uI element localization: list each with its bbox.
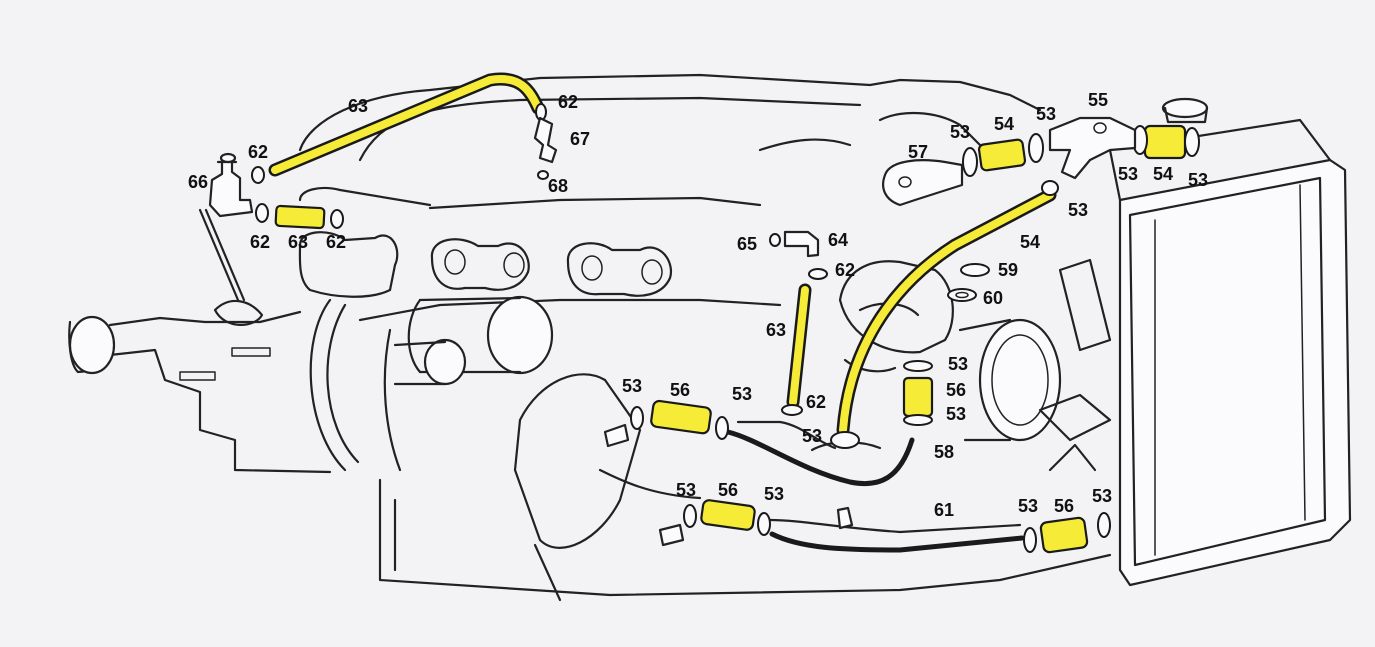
fittings [208,116,1137,258]
hose-sleeves [274,124,1187,554]
label-62-left-top: 62 [248,142,268,162]
label-54-c: 54 [1020,232,1040,252]
label-56-b: 56 [946,380,966,400]
clamp-53-low-4 [1097,512,1111,538]
hose-54-upper-right [1143,124,1187,160]
label-56-d: 56 [1054,496,1074,516]
label-57: 57 [908,142,928,162]
label-62-left-bottom: 62 [250,232,270,252]
y-connector-55 [1048,116,1137,180]
clamp-62-vertical-bottom [781,404,803,416]
heater-valve-66 [208,152,254,218]
label-53-e: 53 [1068,200,1088,220]
pipe-61 [769,531,1025,553]
label-53-f: 53 [622,376,642,396]
label-53-d: 53 [1188,170,1208,190]
label-53-c: 53 [1118,164,1138,184]
label-62-f: 62 [806,392,826,412]
clamp-53-low-2 [757,512,771,536]
label-53-g: 53 [732,384,752,404]
label-63-vertical: 63 [766,320,786,340]
clamp-53-upper-4 [1184,127,1200,157]
hose-56-middle-left [650,399,712,435]
hose-63-short [274,204,326,230]
clamp-53-low-3 [1023,527,1037,553]
label-59: 59 [998,260,1018,280]
label-53-m: 53 [1018,496,1038,516]
label-54-a: 54 [994,114,1014,134]
label-53-a: 53 [950,122,970,142]
label-54-b: 54 [1153,164,1173,184]
label-63-top: 63 [348,96,368,116]
clamp-53-right-top [903,360,933,372]
label-67: 67 [570,129,590,149]
pipe-58 [725,429,915,487]
clamp-53-upper-2 [1028,133,1044,163]
label-61: 61 [934,500,954,520]
clamp-53-right-bottom [903,414,933,426]
label-62-right-bottom: 62 [326,232,346,252]
label-63-short: 63 [288,232,308,252]
hose-56-lower-right [1039,516,1089,554]
clamp-53-hose54-top [1041,180,1059,196]
label-53-b: 53 [1036,104,1056,124]
label-53-i: 53 [948,354,968,374]
plug-68 [537,170,549,180]
clamp-53-upper-1 [962,147,978,177]
thermostat-housing-57 [882,159,964,207]
clamp-53-low-1 [683,504,697,528]
hose-56-lower-left [700,499,756,531]
label-53-h: 53 [802,426,822,446]
label-53-n: 53 [1092,486,1112,506]
label-60: 60 [983,288,1003,308]
label-62-top: 62 [558,92,578,112]
label-56-a: 56 [670,380,690,400]
clamp-53-mid-2 [715,416,729,440]
label-56-c: 56 [718,480,738,500]
label-65: 65 [737,234,757,254]
label-66: 66 [188,172,208,192]
clamp-62-right [330,209,344,229]
label-64: 64 [828,230,848,250]
label-53-l: 53 [764,484,784,504]
clamp-53-hose54-bottom [830,431,860,449]
washer-65 [769,233,781,247]
label-62-e: 62 [835,260,855,280]
label-53-k: 53 [676,480,696,500]
gasket-60 [947,288,977,302]
part-number-labels: 63 62 67 68 62 66 62 63 62 57 53 54 53 5… [188,90,1208,520]
fitting-67 [533,116,558,164]
fitting-64 [783,230,820,258]
clamp-53-mid-1 [630,406,644,430]
clamp-62-left [255,203,269,223]
label-53-j: 53 [946,404,966,424]
clamp-62-vertical-top [808,268,828,280]
label-55: 55 [1088,90,1108,110]
gasket-59 [960,263,990,277]
label-58: 58 [934,442,954,462]
hoses [268,72,1057,553]
engine-outline [68,73,1352,602]
clamp-62-left-top [251,166,265,184]
hose-54-upper-left [977,138,1027,172]
clamps [251,103,1200,553]
hose-56-middle-right [902,376,934,418]
label-68: 68 [548,176,568,196]
